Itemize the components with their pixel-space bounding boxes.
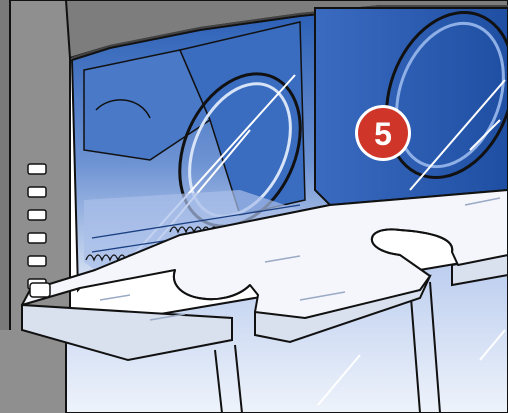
hinge-clip xyxy=(29,282,51,298)
slotted-plate xyxy=(21,189,508,362)
top-frame xyxy=(64,0,508,60)
vent-slot-icon xyxy=(27,186,47,198)
vent-slot-icon xyxy=(27,232,47,244)
step-number: 5 xyxy=(374,116,392,152)
vent-slot-icon xyxy=(27,255,47,267)
step-number-badge: 5 xyxy=(355,105,411,161)
interior-cavity xyxy=(70,7,508,293)
vent-slot-icon xyxy=(27,209,47,221)
vent-slot-icon xyxy=(27,163,47,175)
